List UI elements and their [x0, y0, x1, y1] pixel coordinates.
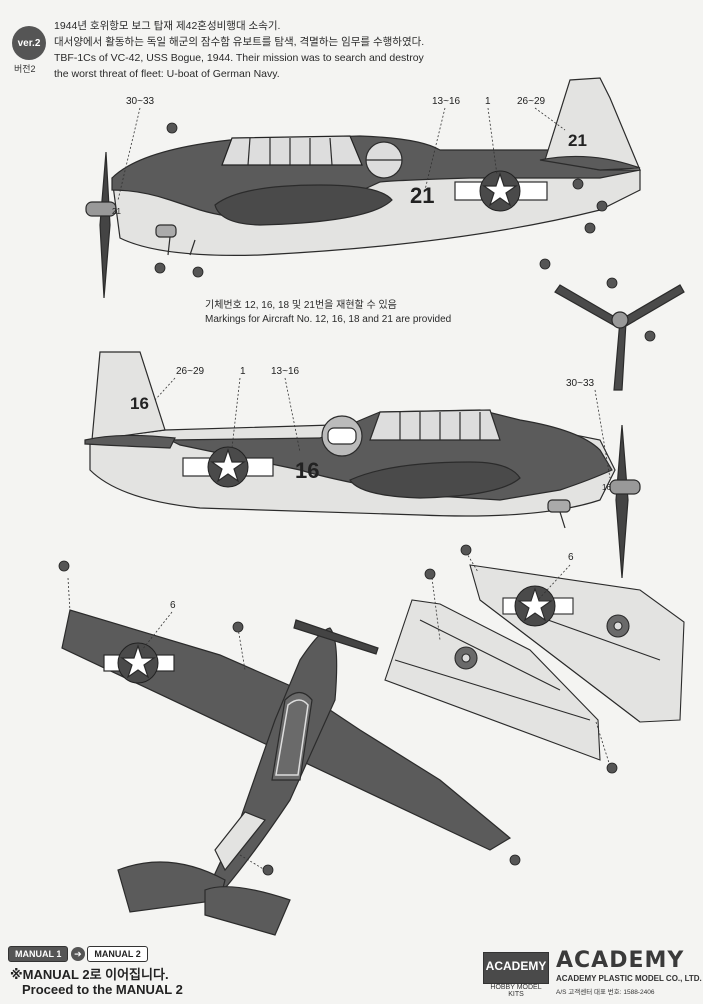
- manual-2-tab: MANUAL 2: [87, 946, 148, 962]
- callout-6-wing: 6: [568, 552, 574, 563]
- header-line-en-2: the worst threat of fleet: U-boat of Ger…: [54, 68, 280, 80]
- callout-1-top: 1: [485, 96, 491, 107]
- header-line-ko-1: 1944년 호위항모 보그 탑재 제42혼성비행대 소속기.: [54, 20, 281, 32]
- version-badge-sub: 버전2: [14, 64, 36, 74]
- propeller-detail: [554, 284, 685, 391]
- wing-panel-upper: [469, 564, 685, 723]
- callout-13-16-mid: 13~16: [271, 366, 300, 377]
- top-tail-number: 21: [568, 131, 587, 150]
- mid-side-number: 16: [295, 458, 319, 483]
- markings-note-ko: 기체번호 12, 16, 18 및 21번을 재현할 수 있음: [205, 300, 397, 311]
- header-line-en-1: TBF-1Cs of VC-42, USS Bogue, 1944. Their…: [54, 52, 424, 64]
- top-side-view: [85, 77, 641, 299]
- academy-logo: ACADEMY: [556, 948, 685, 973]
- callout-30-33-top: 30~33: [126, 96, 155, 107]
- callout-26-29-top: 26~29: [517, 96, 546, 107]
- manual-1-tab: MANUAL 1: [8, 946, 69, 962]
- callout-6-plan: 6: [170, 600, 176, 611]
- top-side-number: 21: [410, 183, 434, 208]
- plan-view: [61, 609, 512, 936]
- manual-nav: MANUAL 1 ➔ MANUAL 2: [8, 946, 148, 962]
- company-name: ACADEMY PLASTIC MODEL CO., LTD.: [556, 974, 702, 983]
- academy-box-logo: ACADEMY: [483, 952, 549, 984]
- academy-box-sub: HOBBY MODEL KITS: [490, 984, 542, 998]
- mid-nose-number: 16: [602, 483, 611, 492]
- version-badge: ver.2: [12, 26, 46, 60]
- middle-side-view: [84, 351, 641, 579]
- mid-tail-number: 16: [130, 394, 149, 413]
- callout-13-16-top: 13~16: [432, 96, 461, 107]
- customer-service-tel: A/S 고객센터 대표 번호: 1588-2406: [556, 989, 655, 996]
- top-nose-number: 21: [112, 207, 121, 216]
- callout-26-29-mid: 26~29: [176, 366, 205, 377]
- arrow-right-icon: ➔: [70, 947, 85, 961]
- wing-panel-lower: [384, 599, 601, 761]
- proceed-note-ko: ※MANUAL 2로 이어집니다.: [10, 967, 169, 982]
- markings-note-en: Markings for Aircraft No. 12, 16, 18 and…: [205, 314, 452, 325]
- proceed-note-en: Proceed to the MANUAL 2: [22, 982, 183, 997]
- callout-30-33-mid: 30~33: [566, 378, 595, 389]
- header-line-ko-2: 대서양에서 활동하는 독일 해군의 잠수함 유보트를 탐색, 격멸하는 임무를 …: [54, 36, 425, 48]
- callout-1-mid: 1: [240, 366, 246, 377]
